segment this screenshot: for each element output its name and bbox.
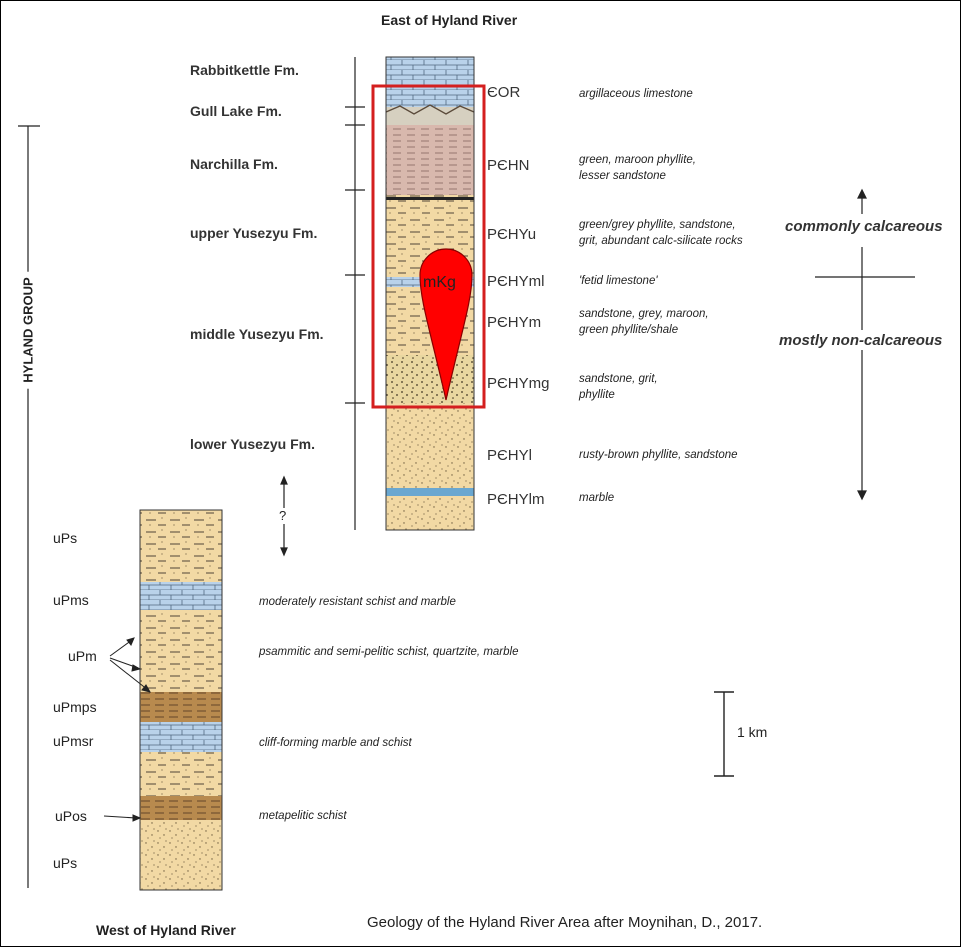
- unit-description: rusty-brown phyllite, sandstone: [579, 449, 738, 461]
- east-column: [385, 56, 475, 531]
- unit-description: green phyllite/shale: [579, 324, 679, 336]
- highlight-box: [371, 84, 486, 409]
- formation-name: middle Yusezyu Fm.: [190, 326, 324, 342]
- unit-description: argillaceous limestone: [579, 88, 693, 100]
- figure-caption: Geology of the Hyland River Area after M…: [367, 914, 763, 931]
- unit-description: marble: [579, 492, 615, 504]
- unit-description: cliff-forming marble and schist: [259, 737, 412, 749]
- unit-code: PЄHYu: [487, 226, 537, 243]
- unit-code: uPs: [53, 530, 78, 546]
- unit-description: green, maroon phyllite,: [579, 154, 696, 166]
- unit-code: ЄOR: [487, 84, 521, 101]
- unit-code: uPms: [53, 592, 89, 608]
- unit-description: green/grey phyllite, sandstone,: [579, 219, 736, 231]
- calcareous-arrows: [815, 188, 915, 501]
- east-heading: East of Hyland River: [381, 12, 518, 28]
- formation-name: Rabbitkettle Fm.: [190, 62, 299, 78]
- unit-code: PЄHYm: [487, 314, 542, 331]
- unit-code: uPmsr: [53, 733, 94, 749]
- unit-code: uPos: [55, 808, 87, 824]
- unit-description: moderately resistant schist and marble: [259, 596, 456, 608]
- unit-description: phyllite: [579, 389, 615, 401]
- calcareous-upper-label: commonly calcareous: [785, 218, 943, 235]
- calcareous-lower-label: mostly non-calcareous: [779, 332, 943, 349]
- formation-divider: [345, 57, 365, 530]
- scale-label: 1 km: [737, 724, 768, 740]
- formation-name: lower Yusezyu Fm.: [190, 436, 316, 452]
- upm-leader-lines: [103, 637, 152, 822]
- west-column: [139, 509, 223, 891]
- unit-code: PЄHYmg: [487, 375, 550, 392]
- hyland-group-bracket: [18, 125, 40, 888]
- unit-code: PЄHYl: [487, 447, 532, 464]
- unit-code: uPm: [68, 648, 97, 664]
- unit-code: PЄHN: [487, 157, 530, 174]
- uncertain-contact-arrow: [280, 475, 288, 557]
- formation-name: upper Yusezyu Fm.: [190, 225, 318, 241]
- formation-name: Gull Lake Fm.: [190, 103, 282, 119]
- unit-code: PЄHYlm: [487, 491, 545, 508]
- unit-code: uPs: [53, 855, 78, 871]
- unit-code: PЄHYml: [487, 273, 545, 290]
- hyland-group-label: HYLAND GROUP: [20, 271, 36, 389]
- intrusion-shape: [419, 248, 473, 401]
- uncertain-contact-mark: ?: [279, 508, 287, 523]
- unit-description: sandstone, grit,: [579, 373, 658, 385]
- scale-bar: [714, 691, 734, 777]
- unit-description: psammitic and semi-pelitic schist, quart…: [259, 646, 519, 658]
- formation-name: Narchilla Fm.: [190, 156, 278, 172]
- unit-description: sandstone, grey, maroon,: [579, 308, 709, 320]
- intrusion-label: mKg: [423, 274, 456, 291]
- unit-code: uPmps: [53, 699, 97, 715]
- unit-description: grit, abundant calc-silicate rocks: [579, 235, 743, 247]
- unit-description: lesser sandstone: [579, 170, 666, 182]
- west-heading: West of Hyland River: [96, 922, 236, 938]
- unit-description: 'fetid limestone': [579, 275, 658, 287]
- unit-description: metapelitic schist: [259, 810, 347, 822]
